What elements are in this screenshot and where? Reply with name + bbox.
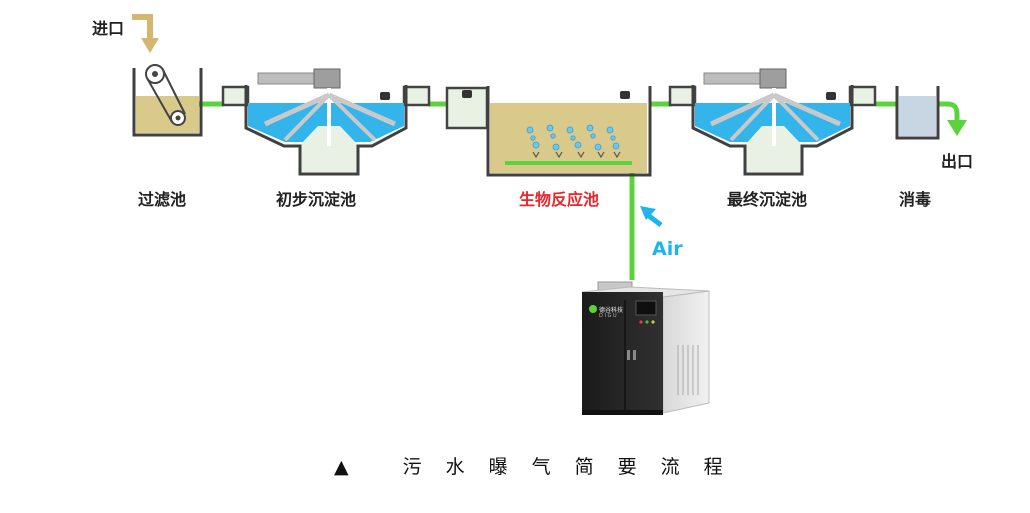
primary-clarifier [221,68,431,176]
air-arrow [640,206,663,227]
disinfection-label: 消毒 [899,190,932,209]
outlet-label: 出口 [941,152,974,171]
aerator-machine [581,281,710,415]
primary-clarifier-label: 初步沉淀池 [276,190,357,209]
air-label: Air [652,238,683,260]
disinfection-tank [895,86,940,140]
final-clarifier [668,68,877,176]
pipes [199,101,960,280]
bioreactor [445,86,652,177]
final-clarifier-label: 最终沉淀池 [727,190,808,209]
bioreactor-label: 生物反应池 [519,190,600,209]
machine-brand-sub: D I G U [599,313,617,319]
bubbles [526,124,620,151]
machine-brand: 德谷科技 [599,307,624,314]
filter-tank-label: 过滤池 [138,190,187,209]
inlet-label: 进口 [92,19,125,38]
inlet-arrow [132,14,159,53]
outlet-arrow [947,120,967,136]
filter-tank [132,64,203,137]
diagram-caption: ▲ 污水曝气简要流程 [334,456,747,478]
